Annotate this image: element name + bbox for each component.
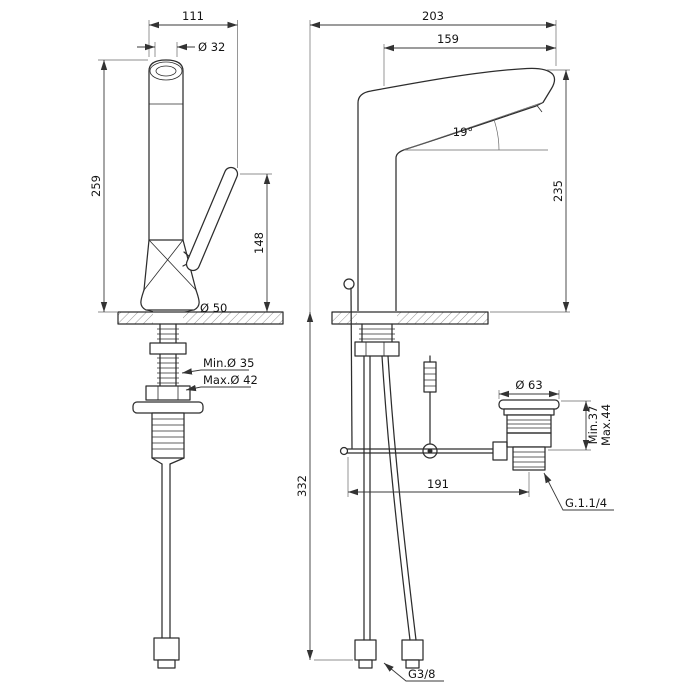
rod-end-ball [339,446,349,456]
threaded-shank [159,323,177,387]
waste-flange [498,399,560,410]
supply-hose-front [161,463,171,639]
leader-waste-thread [543,472,614,511]
shank-washer [149,342,187,355]
hose-connector-front [153,637,180,661]
front-view: 111 Ø 32 259 148 Ø 50 Min.Ø 35 Max.Ø 42 [89,9,284,669]
supply-hose-a [363,355,371,641]
side-mounting-nut [354,341,400,357]
hose-a-connector [354,639,377,661]
hole-min-label: Min.Ø 35 [203,356,254,370]
waste-max-label: Max.44 [599,404,613,446]
side-body-spout-outline [357,67,556,313]
hose-coupling-ribs [152,418,184,450]
side-faucet-body: 19° [357,67,556,313]
dim-spout-dia-extensions [154,42,178,57]
deck-outline [117,311,284,325]
leader-supply-thread [383,662,444,682]
dim-overall-width-label: 111 [182,9,204,23]
strap-holes [424,367,436,387]
leader-hole-max [185,384,251,392]
side-dimensions: 203 159 235 332 191 Ø 63 Min.37 Max.44 G… [295,9,614,682]
side-deck-hatch [332,312,488,324]
waste-body-threads [507,419,551,429]
angle-arc [493,118,500,151]
hose-b-connector [401,639,424,661]
dim-base-dia-label: Ø 50 [200,301,227,315]
waste-tailpipe-threads [513,451,545,468]
dim-waste-dia-label: Ø 63 [515,378,542,392]
mounting-nut-facets [157,386,179,400]
front-dimensions: 111 Ø 32 259 148 Ø 50 Min.Ø 35 Max.Ø 42 [89,9,272,392]
shank-threads [157,328,179,384]
spout-top-outer [149,61,183,81]
spout-outlet-mark [536,105,543,113]
hose-coupling-taper [151,457,185,465]
dim-height-label: 259 [89,175,103,197]
side-deck [331,311,489,325]
waste-thread-label: G.1.1/4 [565,496,607,510]
spout-column-outline [148,59,184,241]
hole-max-label: Max.Ø 42 [203,373,258,387]
hose-connector-tip-front [157,659,176,669]
mounting-flange [132,401,204,414]
dim-handle-height-label: 148 [252,232,266,254]
dim-spout-dia-label: Ø 32 [198,40,225,54]
handle-lever [185,166,239,272]
side-nut-facets [365,342,385,356]
hose-a-tip [358,659,373,669]
dim-spout-height-label: 235 [551,180,565,202]
valve-body-diagonals [143,239,197,291]
dim-hose-length-label: 332 [295,475,309,497]
front-deck [117,311,284,325]
front-faucet-body [140,59,239,314]
side-deck-hole-gap [357,311,397,325]
side-deck-outline [331,311,489,325]
dim-rod-reach-label: 191 [427,477,449,491]
side-under-deck [354,323,424,669]
lift-rod-strap [423,361,437,393]
hose-b-tip [405,659,420,669]
leader-hole-min [181,368,249,375]
deck-hole-gap [153,311,183,325]
pull-rod-knob [343,278,355,290]
waste-hatch-band [506,432,552,448]
hose-coupling-body [151,412,185,459]
supply-hose-b [381,355,417,641]
pivot-ball-center [427,448,433,454]
popup-mechanism [339,278,508,461]
side-view: 19° [295,9,614,682]
waste-tailpipe [512,446,546,471]
dim-reach-label: 159 [437,32,459,46]
waste-min-label: Min.37 [586,406,600,445]
supply-thread-label: G3/8 [408,667,435,681]
front-under-deck [132,323,204,669]
dim-height-extensions [98,59,148,313]
spout-aerator [155,65,177,77]
waste-flange-lower [503,408,555,416]
waste-assembly [498,399,560,471]
base-flare [140,289,200,311]
side-shank-threads [359,328,395,340]
dim-depth-label: 203 [422,9,444,23]
horizontal-rod [345,448,501,454]
rod-clevis [492,441,508,461]
spout-angle-label: 19° [453,125,473,139]
pull-rod-stem [350,287,353,449]
angle-reference-lines [403,102,548,151]
mounting-nut [145,385,191,401]
